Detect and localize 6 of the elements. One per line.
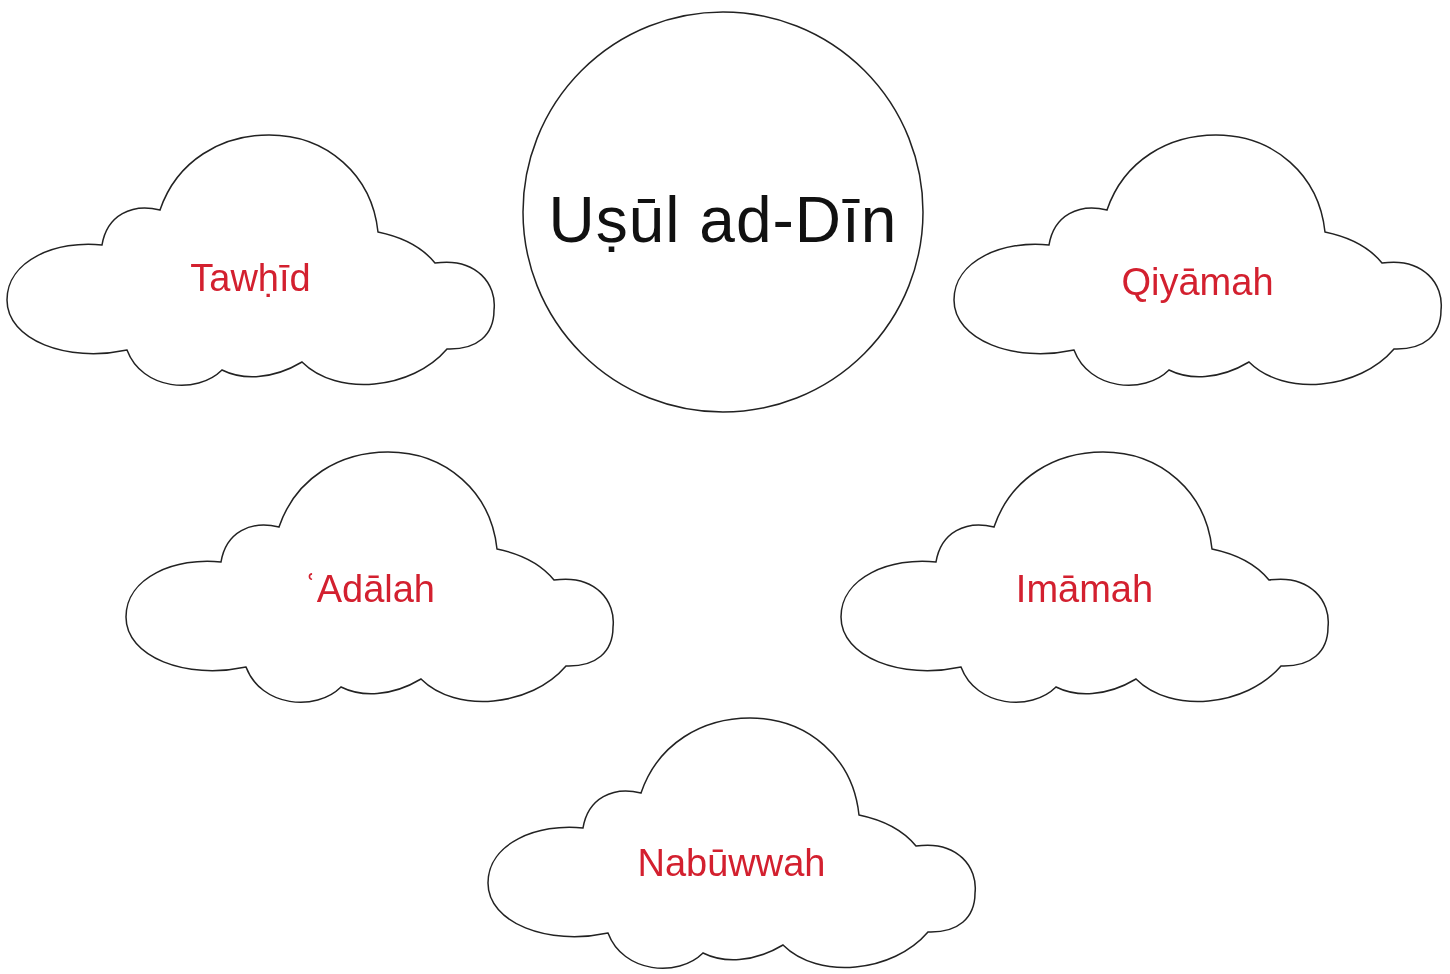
- cloud-label: Nabūwwah: [637, 842, 826, 885]
- cloud-label: Qiyāmah: [1121, 261, 1274, 304]
- cloud-label: Tawḥīd: [190, 257, 311, 300]
- title-text: Uṣūl ad-Dīn: [548, 183, 898, 257]
- cloud-label: Imāmah: [1015, 568, 1154, 611]
- cloud-label: ʿAdālah: [304, 568, 435, 611]
